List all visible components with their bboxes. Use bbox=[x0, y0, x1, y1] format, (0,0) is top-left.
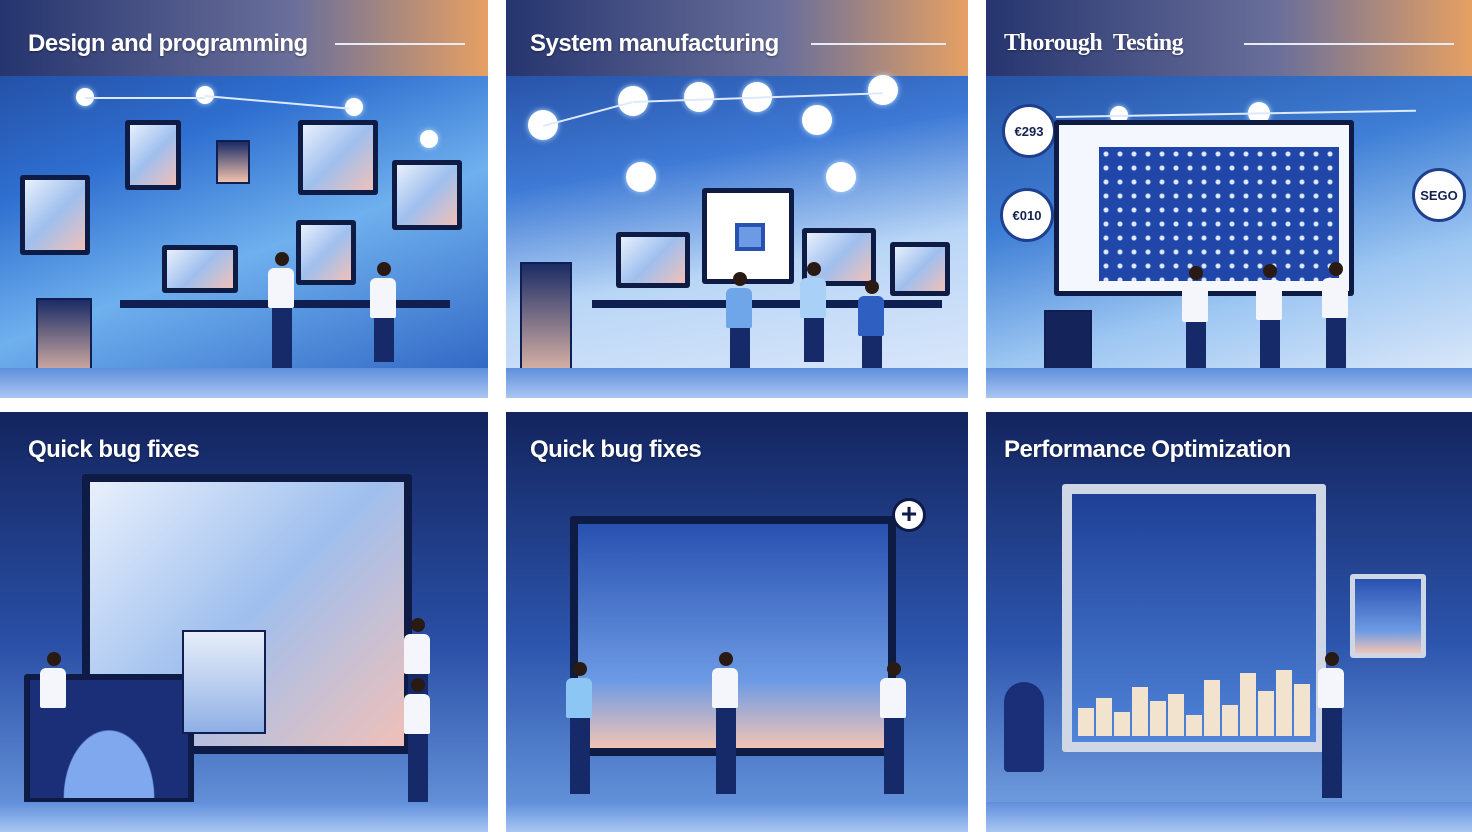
person bbox=[40, 652, 68, 708]
monitor bbox=[125, 120, 181, 190]
person bbox=[404, 678, 432, 804]
panel-performance-optimization: Performance Optimization bbox=[986, 412, 1472, 832]
title-rule bbox=[1244, 43, 1454, 45]
bar-graph bbox=[1078, 666, 1310, 736]
monitor bbox=[20, 175, 90, 255]
network-line bbox=[204, 95, 350, 110]
network-node bbox=[626, 162, 656, 192]
person bbox=[1318, 652, 1346, 798]
floor bbox=[0, 802, 488, 832]
plant bbox=[1004, 682, 1044, 772]
person bbox=[268, 252, 296, 386]
person bbox=[370, 262, 398, 362]
monitor bbox=[616, 232, 690, 288]
panel-title: System manufacturing bbox=[530, 30, 779, 57]
title-band bbox=[506, 0, 968, 76]
monitor bbox=[802, 228, 876, 286]
panel-thorough-testing: Thorough Testing €293 €010 SEGO bbox=[986, 0, 1472, 398]
floor bbox=[506, 368, 968, 398]
panel-title: Performance Optimization bbox=[1004, 436, 1291, 463]
monitor bbox=[570, 516, 896, 756]
monitor bbox=[298, 120, 378, 195]
performance-dashboard-monitor bbox=[1062, 484, 1326, 752]
metric-badge: €010 bbox=[1000, 188, 1054, 242]
panel-title: Thorough Testing bbox=[1004, 30, 1184, 56]
floor bbox=[0, 368, 488, 398]
metric-badge: SEGO bbox=[1412, 168, 1466, 222]
panel-design-programming: Design and programming bbox=[0, 0, 488, 398]
person bbox=[800, 262, 828, 362]
panel-title: Quick bug fixes bbox=[530, 436, 702, 463]
person bbox=[566, 662, 594, 794]
monitor bbox=[162, 245, 238, 293]
monitor bbox=[296, 220, 356, 285]
test-results-monitor bbox=[1054, 120, 1354, 296]
network-node bbox=[826, 162, 856, 192]
server bbox=[216, 140, 250, 184]
add-icon: + bbox=[892, 498, 926, 532]
metric-badge: €293 bbox=[1002, 104, 1056, 158]
network-node bbox=[684, 82, 714, 112]
chart-panel bbox=[1350, 574, 1426, 658]
title-band bbox=[0, 0, 488, 76]
network-node bbox=[345, 98, 363, 116]
person bbox=[880, 662, 908, 794]
computer-case bbox=[182, 630, 266, 734]
title-band bbox=[986, 0, 1472, 76]
person bbox=[858, 280, 886, 380]
floor bbox=[986, 368, 1472, 398]
network-line bbox=[543, 101, 633, 127]
title-rule bbox=[335, 43, 465, 45]
network-node bbox=[420, 130, 438, 148]
person bbox=[726, 272, 754, 372]
network-node bbox=[868, 75, 898, 105]
network-line bbox=[85, 97, 205, 99]
panel-quick-bug-fixes-2: Quick bug fixes + bbox=[506, 412, 968, 832]
floor bbox=[986, 802, 1472, 832]
desk bbox=[592, 300, 942, 308]
server-tower bbox=[520, 262, 572, 386]
monitor bbox=[392, 160, 462, 230]
title-rule bbox=[811, 43, 946, 45]
floor bbox=[506, 802, 968, 832]
monitor bbox=[890, 242, 950, 296]
panel-title: Design and programming bbox=[28, 30, 308, 57]
person bbox=[712, 652, 740, 794]
panel-title: Quick bug fixes bbox=[28, 436, 200, 463]
network-node bbox=[802, 105, 832, 135]
panel-quick-bug-fixes: Quick bug fixes bbox=[0, 412, 488, 832]
monitor bbox=[702, 188, 794, 284]
panel-system-manufacturing: System manufacturing bbox=[506, 0, 968, 398]
